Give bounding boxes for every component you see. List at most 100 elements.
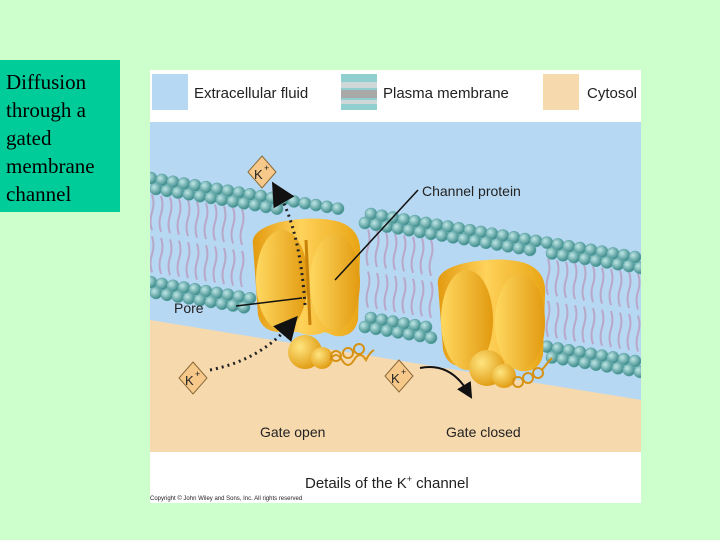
- lipid-tail: [545, 258, 551, 296]
- lipid-head: [457, 232, 471, 246]
- lipid-tail: [239, 208, 245, 246]
- pore-pointer: [235, 297, 303, 307]
- lipid-head: [490, 238, 504, 251]
- figure-svg: Extracellular fluid Plasma membrane Cyto…: [150, 70, 641, 503]
- lipid-tail: [374, 230, 380, 268]
- lipid-head: [331, 202, 345, 215]
- lipid-tail: [608, 310, 614, 348]
- lipid-tail: [383, 232, 389, 269]
- lipid-tail: [212, 246, 218, 283]
- lipid-tail: [185, 241, 191, 279]
- lipid-head: [424, 331, 438, 345]
- lipid-head: [237, 197, 251, 210]
- lipid-tail: [545, 300, 551, 338]
- lipid-tail: [563, 303, 569, 341]
- lipid-head: [391, 326, 405, 339]
- lipid-head: [556, 352, 570, 366]
- lipid-tail: [410, 278, 416, 316]
- legend-label-membrane: Plasma membrane: [383, 85, 509, 102]
- lipid-head: [419, 320, 433, 334]
- ion-k-bottom-right: K +: [384, 359, 414, 393]
- lipid-head: [628, 354, 641, 368]
- lipid-tail: [203, 244, 209, 282]
- lipid-tail: [176, 240, 182, 278]
- lipid-head: [501, 240, 515, 253]
- lipid-head: [248, 198, 262, 212]
- lipid-tail: [365, 271, 371, 308]
- lipid-tail: [221, 247, 227, 285]
- lipid-tail: [581, 264, 587, 302]
- lipid-head: [160, 184, 174, 198]
- caption-text: Details of the K+ channel: [305, 474, 469, 492]
- lipid-tail: [401, 235, 407, 272]
- lipid-head: [226, 195, 240, 208]
- lipid-head: [622, 259, 636, 273]
- lipid-tail: [572, 262, 578, 300]
- lipid-tail: [599, 267, 605, 304]
- lipid-head: [413, 329, 427, 343]
- lipid-head: [622, 363, 636, 377]
- lipid-head: [424, 227, 438, 241]
- ion-k-br-symbol: K: [391, 371, 400, 386]
- lipid-head: [402, 223, 416, 237]
- lipid-tail: [194, 201, 200, 238]
- membrane-channel-figure: Extracellular fluid Plasma membrane Cyto…: [150, 70, 641, 503]
- lipid-head: [215, 297, 229, 311]
- lipid-head: [320, 200, 334, 214]
- ion-path-entry: [209, 315, 298, 372]
- caption-main: Details of the K: [305, 475, 407, 492]
- lipid-head: [369, 218, 383, 232]
- lipid-tail: [158, 237, 164, 275]
- legend-swatch-extracellular: [152, 74, 188, 110]
- lipid-head: [204, 191, 218, 205]
- lipid-head: [468, 234, 482, 248]
- lipid-head: [287, 195, 301, 208]
- ion-k-bl-charge: +: [195, 369, 200, 379]
- lipid-head: [193, 189, 207, 203]
- lipid-tail: [150, 236, 155, 273]
- copyright-text: Copyright © John Wiley and Sons, Inc. Al…: [150, 495, 302, 502]
- lipid-head: [204, 295, 218, 309]
- lipid-head: [171, 186, 185, 199]
- lipid-tail: [554, 301, 560, 339]
- lipid-head: [160, 288, 174, 302]
- lipid-tail: [590, 265, 596, 303]
- lipid-tail: [239, 250, 245, 288]
- lipid-head: [611, 361, 625, 375]
- lipid-tail: [626, 271, 632, 309]
- lipid-tail: [212, 204, 218, 241]
- label-pore: Pore: [174, 300, 204, 316]
- lipid-tail: [158, 195, 164, 233]
- lipid-head: [600, 360, 614, 373]
- lipid-head: [150, 286, 163, 300]
- illustration: K + K + K + Channel protein P: [150, 122, 641, 452]
- ion-path-exit: [271, 181, 307, 306]
- lipid-head: [611, 257, 625, 271]
- lipid-tail: [176, 198, 182, 236]
- lipid-tail: [374, 272, 380, 310]
- lipid-head: [182, 188, 196, 201]
- channel-protein-open: [252, 218, 375, 369]
- lipid-head: [380, 220, 394, 233]
- lipid-head: [446, 231, 460, 244]
- legend-swatch-membrane: [341, 74, 377, 110]
- label-channel-protein: Channel protein: [422, 183, 521, 199]
- legend-label-cytosol: Cytosol: [587, 85, 637, 102]
- lipid-head: [567, 250, 581, 264]
- lipid-head: [435, 229, 449, 242]
- channel-protein-pointer: [334, 189, 419, 281]
- lipid-tail: [563, 261, 569, 299]
- lipid-tail: [392, 275, 398, 313]
- label-gate-closed: Gate closed: [446, 424, 521, 440]
- lipid-head: [391, 222, 405, 235]
- lipid-head: [413, 225, 427, 239]
- ion-k-top-charge: +: [264, 163, 269, 173]
- label-gate-open: Gate open: [260, 424, 325, 440]
- lipid-tail: [626, 313, 632, 351]
- lipid-head: [150, 182, 163, 196]
- lipid-tail: [572, 304, 578, 342]
- lipid-head: [523, 243, 537, 257]
- lipid-tail: [383, 274, 389, 311]
- legend-label-extracellular: Extracellular fluid: [194, 85, 308, 102]
- plasma-membrane: [150, 171, 641, 379]
